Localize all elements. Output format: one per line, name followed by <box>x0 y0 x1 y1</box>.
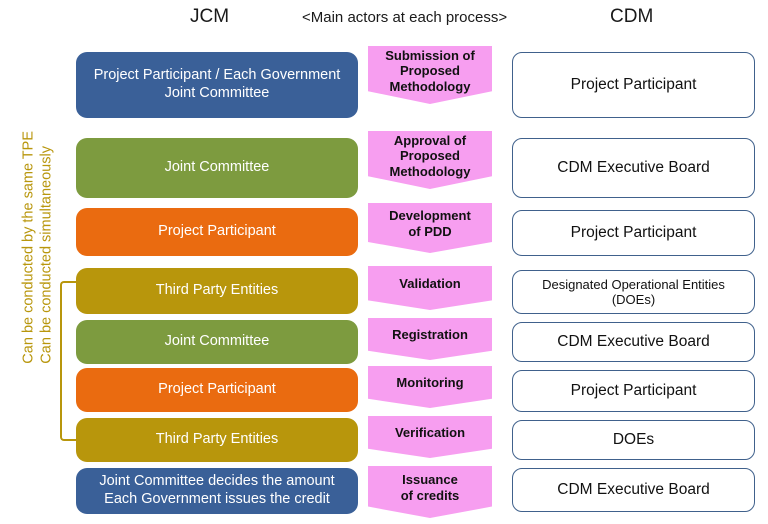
jcm-box-approval-of-proposed-methodology[interactable]: Joint Committee <box>76 138 358 198</box>
process-chevron-validation[interactable]: Validation <box>368 266 492 310</box>
cdm-box-label: Project Participant <box>571 382 697 400</box>
process-chevron-verification[interactable]: Verification <box>368 416 492 458</box>
cdm-box-label: Project Participant <box>571 76 697 94</box>
text-line: CDM Executive Board <box>557 158 710 176</box>
jcm-box-validation[interactable]: Third Party Entities <box>76 268 358 314</box>
jcm-box-label: Third Party Entities <box>156 431 279 449</box>
text-line: of PDD <box>408 224 452 239</box>
cdm-box-label: Project Participant <box>571 224 697 242</box>
cdm-box-registration[interactable]: CDM Executive Board <box>512 322 755 362</box>
text-line: Methodology <box>389 78 471 94</box>
column-header-jcm: JCM <box>190 6 230 27</box>
column-header-process: <Main actors at each process> <box>302 9 508 26</box>
jcm-box-label: Project Participant <box>158 381 276 399</box>
text-line: Joint Committee <box>164 333 270 350</box>
jcm-box-label: Project Participant <box>158 223 276 241</box>
text-line: Proposed <box>400 63 460 79</box>
cdm-box-label: Designated Operational Entities(DOEs) <box>542 277 725 308</box>
column-header-cdm: CDM <box>610 6 654 27</box>
text-line: Project Participant / Each Government <box>93 67 341 84</box>
cdm-box-label: CDM Executive Board <box>557 481 709 499</box>
text-line: Approval of <box>393 132 467 148</box>
text-line: Joint Committee <box>164 159 270 176</box>
text-line: Joint Committee decides the amount <box>99 473 335 490</box>
cdm-box-label: DOEs <box>613 431 654 449</box>
jcm-box-label: Joint Committee <box>165 333 270 351</box>
jcm-box-registration[interactable]: Joint Committee <box>76 320 358 364</box>
text-line: Proposed <box>400 148 460 164</box>
process-chevron-label: Monitoring <box>396 375 463 391</box>
side-annotation-line-2: Can be conducted simultaneously <box>38 146 54 364</box>
side-annotation: Can be conducted by the same TPE Can be … <box>20 64 55 364</box>
text-line: Project Participant <box>158 223 276 240</box>
text-line: CDM Executive Board <box>557 480 710 498</box>
cdm-box-label: CDM Executive Board <box>557 333 709 351</box>
side-annotation-line-1: Can be conducted by the same TPE <box>20 131 37 364</box>
text-line: Third Party Entities <box>155 431 279 448</box>
cdm-box-verification[interactable]: DOEs <box>512 420 755 460</box>
text-line: Designated Operational Entities <box>542 276 725 292</box>
text-line: Issuance <box>402 472 458 488</box>
text-line: Project Participant <box>570 75 697 93</box>
cdm-box-validation[interactable]: Designated Operational Entities(DOEs) <box>512 270 755 314</box>
cdm-box-monitoring[interactable]: Project Participant <box>512 370 755 412</box>
jcm-box-label: Joint Committee <box>165 159 270 177</box>
text-line: Each Government issues the credit <box>104 491 330 507</box>
text-line: Joint Committee <box>164 85 270 101</box>
text-line: Project Participant <box>570 223 697 241</box>
jcm-box-development-of-pdd[interactable]: Project Participant <box>76 208 358 256</box>
cdm-box-development-of-pdd[interactable]: Project Participant <box>512 210 755 256</box>
jcm-box-monitoring[interactable]: Project Participant <box>76 368 358 412</box>
text-line: Submission of <box>385 47 475 63</box>
text-line: Methodology <box>389 163 471 179</box>
text-line: Verification <box>394 425 466 441</box>
text-line: of credits <box>400 488 460 503</box>
cdm-box-issuance-of-credits[interactable]: CDM Executive Board <box>512 468 755 512</box>
cdm-box-label: CDM Executive Board <box>557 159 709 177</box>
cdm-box-submission-of-proposed-methodology[interactable]: Project Participant <box>512 52 755 118</box>
text-line: CDM Executive Board <box>557 332 710 350</box>
text-line: (DOEs) <box>611 292 656 307</box>
text-line: Validation <box>399 276 461 292</box>
text-line: DOEs <box>612 430 655 448</box>
text-line: Third Party Entities <box>155 282 279 299</box>
text-line: Registration <box>392 327 468 343</box>
process-chevron-monitoring[interactable]: Monitoring <box>368 366 492 408</box>
process-chevron-label: Verification <box>395 425 465 441</box>
text-line: Project Participant <box>158 381 276 398</box>
cdm-box-approval-of-proposed-methodology[interactable]: CDM Executive Board <box>512 138 755 198</box>
process-chevron-label: Validation <box>399 276 460 292</box>
text-line: Development <box>389 208 471 224</box>
tpe-grouping-bracket <box>60 281 80 441</box>
jcm-box-label: Third Party Entities <box>156 282 279 300</box>
text-line: Project Participant <box>570 381 697 399</box>
text-line: Monitoring <box>396 375 464 391</box>
process-chevron-label: Registration <box>392 327 468 343</box>
process-chevron-registration[interactable]: Registration <box>368 318 492 360</box>
jcm-box-verification[interactable]: Third Party Entities <box>76 418 358 462</box>
